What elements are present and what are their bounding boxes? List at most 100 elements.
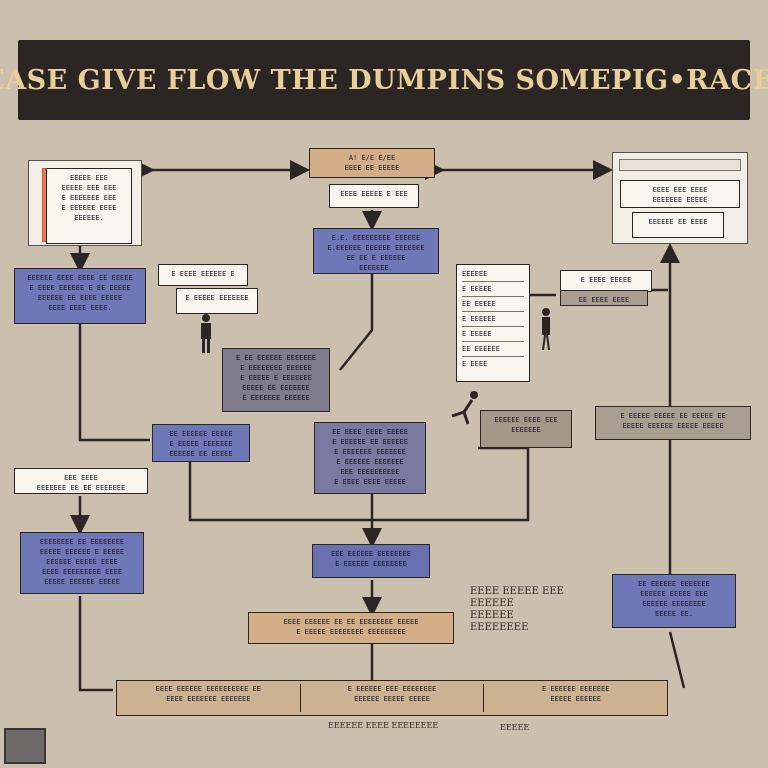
- node-text: EEEE EEEEEE EEEEEEEEEE EE: [155, 685, 262, 693]
- node-center-dark[interactable]: EEE EEEEEE EEEEEEEE E EEEEEE EEEEEEEE: [312, 544, 430, 578]
- node-text: EEEEEE EEEEE EEE: [640, 590, 708, 598]
- node-tan-wide[interactable]: EEEE EEEEEE EE EE EEEEEEEE EEEEE E EEEEE…: [248, 612, 454, 644]
- node-left-lower-blue[interactable]: EEEEEEEE EE EEEEEEEE EEEEE EEEEEE E EEEE…: [20, 532, 144, 594]
- list-item: EE EEEEEE: [462, 345, 500, 353]
- node-text: E EEEEEE EEEEEEE: [336, 458, 404, 466]
- node-text: EEEEEE.: [74, 214, 104, 222]
- wire-left-to-mid: [78, 324, 150, 442]
- person-figure-icon: [451, 391, 478, 425]
- node-text: EEEEEE EEEE EEEE EE EEEEE: [27, 274, 133, 282]
- node-text: EEEE EE EEEEE: [344, 164, 400, 172]
- node-text: EEEE EEE EEEE: [652, 186, 708, 194]
- note-line: EEEEEE: [470, 610, 514, 621]
- divider: [462, 296, 524, 297]
- node-text: E EEEEEEE EEEEEE: [242, 394, 310, 402]
- node-text: EEEEEEE: [511, 426, 541, 434]
- person-figure-icon: [201, 314, 211, 353]
- node-right-small-label-2[interactable]: EE EEEE EEEE: [560, 290, 648, 306]
- node-text: EE EEEE EEEE: [578, 296, 630, 304]
- node-text: E EEEEEEE EEEEEEE: [334, 448, 406, 456]
- node-text: EE EEEEEE EEEEE: [169, 430, 233, 438]
- node-right-top-card[interactable]: EEEE EEE EEEE EEEEEEE EEEEE: [620, 180, 740, 208]
- node-text: E EEEE EEEEE: [580, 276, 632, 284]
- node-text: EEEEEEE EEEEE: [652, 196, 708, 204]
- node-small-label-left-2[interactable]: E EEEEE EEEEEEE: [176, 288, 258, 314]
- page-title: PEASE GIVE FLOW THE DUMPINS SOMEPIG•RACE…: [0, 64, 768, 96]
- node-right-lower-blue[interactable]: EE EEEEEE EEEEEEE EEEEEE EEEEE EEE EEEEE…: [612, 574, 736, 628]
- node-slate-mid-left[interactable]: E EE EEEEEE EEEEEEE E EEEEEEEE EEEEEE E …: [222, 348, 330, 412]
- node-right-brown-wide[interactable]: E EEEEE EEEEE EE EEEEE EE EEEEE EEEEEE E…: [595, 406, 751, 440]
- node-text: EEEEE EEEEEE EEEEE EEEEE: [622, 422, 724, 430]
- node-left-white-label[interactable]: EEE EEEE EEEEEEE EE EE EEEEEEE: [14, 468, 148, 494]
- node-brown-mid[interactable]: EEEEEE EEEE EEE EEEEEEE: [480, 410, 572, 448]
- node-text: EEE EEEE: [64, 474, 98, 482]
- wire-loop-mid: [188, 446, 530, 522]
- annotation-note: EEEE EEEEE EEE EEEEEE EEEEEE EEEEEEEE: [470, 586, 564, 634]
- node-text: E EEEEE EEEEEEE: [169, 440, 233, 448]
- note-line: EEEEEE: [470, 598, 514, 609]
- node-text: EEEEEE EEEEE EEEE: [46, 558, 118, 566]
- node-text: EE EE E EEEEEE: [346, 254, 406, 262]
- bottom-bar-col-3: E EEEEEE EEEEEEE EEEEE EEEEEE: [484, 684, 667, 712]
- node-text: EEEEEE EEEE EEE: [494, 416, 558, 424]
- node-text: E EE EEEEEE EEEEEEE: [235, 354, 317, 362]
- divider: [462, 326, 524, 327]
- node-text: EEEEEE EE EEEEE: [169, 450, 233, 458]
- node-text: EEEEEEEE EE EEEEEEEE: [39, 538, 125, 546]
- node-text: E.EEEEEE EEEEEE EEEEEEE: [327, 244, 425, 252]
- node-text: EEEEE EEEEEE E EEEEE: [39, 548, 125, 556]
- node-text: EEEEEE EEEEEEEE: [642, 600, 706, 608]
- node-right-top-card-2[interactable]: EEEEEE EE EEEE: [632, 212, 724, 238]
- node-right-small-label[interactable]: E EEEE EEEEE: [560, 270, 652, 292]
- node-left-mid-blue[interactable]: EE EEEEEE EEEEE E EEEEE EEEEEEE EEEEEE E…: [152, 424, 250, 462]
- node-text: A! E/E E/EE: [348, 154, 396, 162]
- node-text: E EEEEEE EEEEEEE: [541, 685, 610, 693]
- node-text: E EEEE EEEE EEEEE: [334, 478, 406, 486]
- node-text: EEEE EEEEEEE EEEEEEE: [166, 695, 251, 703]
- node-center-upper[interactable]: E.E. EEEEEEEEE EEEEEE E.EEEEEE EEEEEE EE…: [313, 228, 439, 274]
- divider: [462, 356, 524, 357]
- node-text: EEEEEEE.: [359, 264, 393, 272]
- node-text: EEEEE EEE: [70, 174, 108, 182]
- node-left-top-card[interactable]: EEEEE EEE EEEEE EEE EEE E EEEEEEE EEE E …: [46, 168, 132, 244]
- node-text: E EEEEE EEEEEEEE EEEEEEEEE: [296, 628, 406, 636]
- note-line: EEEEEEEE: [470, 622, 529, 633]
- node-list-card[interactable]: EEEEEE E EEEEE EE EEEEE E EEEEEE E EEEEE…: [456, 264, 530, 382]
- node-text: EEEEEE EEEEE EEEEE: [354, 695, 430, 703]
- divider: [462, 311, 524, 312]
- node-text: E EEEEEE EEEEEEEE: [335, 560, 407, 568]
- node-text: E EEEEEE EE EEEEEE: [332, 438, 408, 446]
- node-text: E EEEEE EEEEE EE EEEEE EE: [620, 412, 726, 420]
- bottom-note: EEEEEE EEEE EEEEEEEE: [328, 721, 439, 730]
- node-text: E EEEEE EEEEEEE: [185, 294, 249, 302]
- title-banner: PEASE GIVE FLOW THE DUMPINS SOMEPIG•RACE…: [0, 40, 768, 120]
- node-center-slate[interactable]: EE EEEE EEEE EEEEE E EEEEEE EE EEEEEE E …: [314, 422, 426, 494]
- node-text: EEEEE EEEEEE: [550, 695, 601, 703]
- list-item: EEEEEE: [462, 270, 488, 278]
- node-text: EE EEEEEE EEEEEEE: [638, 580, 710, 588]
- node-bottom-bar[interactable]: EEEE EEEEEE EEEEEEEEEE EE EEEE EEEEEEE E…: [116, 680, 668, 716]
- node-text: E EEEEEE EEE EEEEEEEE: [347, 685, 437, 693]
- node-text: EEEEEEE EE EE EEEEEEE: [36, 484, 126, 492]
- node-text: EEEE EEEEEE EE EE EEEEEEEE EEEEE: [283, 618, 419, 626]
- node-small-label-left[interactable]: E EEEE EEEEEE E: [158, 264, 248, 286]
- corner-logo-icon: [4, 728, 46, 764]
- bottom-right-note: EEEEE: [500, 723, 530, 732]
- node-top-center[interactable]: A! E/E E/EE EEEE EE EEEEE: [309, 148, 435, 178]
- node-text: EEEE EEEE EEEE.: [48, 304, 112, 312]
- list-item: E EEEEEE: [462, 315, 496, 323]
- node-text: EEEEE EEE EEE: [61, 184, 117, 192]
- node-text: EEEE EEEEEEEEE EEEE: [41, 568, 123, 576]
- node-text: E EEEEE E EEEEEEE: [240, 374, 312, 382]
- node-top-center-sub[interactable]: EEEE EEEEE E EEE: [329, 184, 419, 208]
- node-left-blue[interactable]: EEEEEE EEEE EEEE EE EEEEE E EEEE EEEEEE …: [14, 268, 146, 324]
- list-item: E EEEE: [462, 360, 488, 368]
- bottom-bar-col-2: E EEEEEE EEE EEEEEEEE EEEEEE EEEEE EEEEE: [301, 684, 485, 712]
- node-text: EEEEEE EE EEEE: [648, 218, 708, 226]
- node-text: E EEEEEE EEEE: [61, 204, 117, 212]
- list-item: E EEEEE: [462, 285, 492, 293]
- node-text: E EEEEEEEE EEEEEE: [240, 364, 312, 372]
- bottom-bar-col-1: EEEE EEEEEE EEEEEEEEEE EE EEEE EEEEEEE E…: [117, 684, 301, 712]
- node-text: E EEEEEEE EEE: [61, 194, 117, 202]
- divider: [462, 281, 524, 282]
